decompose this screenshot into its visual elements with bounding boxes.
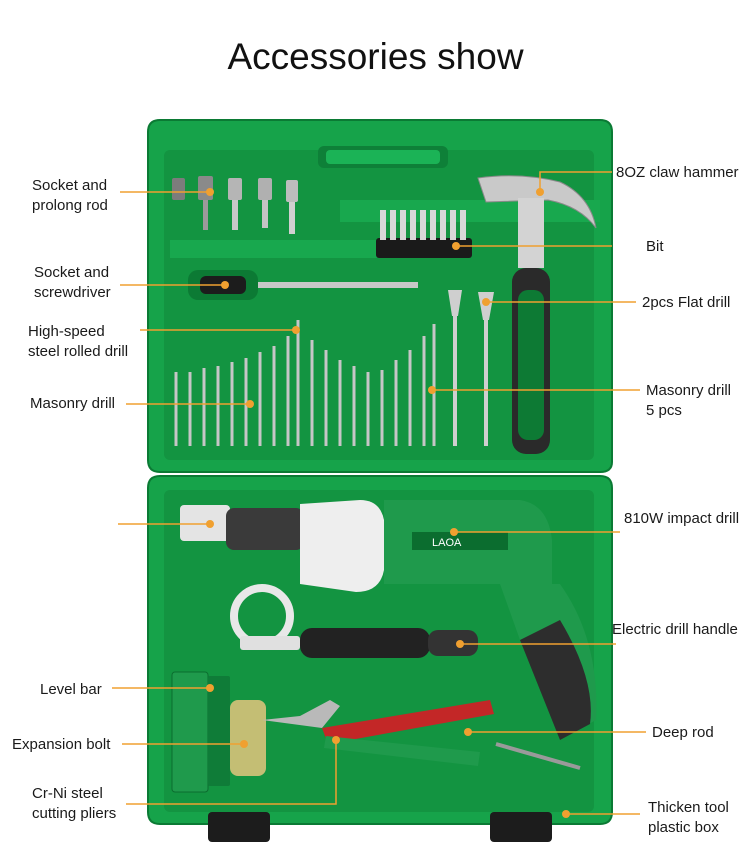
expansion-bolts xyxy=(230,700,266,776)
bit-set xyxy=(376,210,472,258)
level-bar xyxy=(171,671,230,793)
leader-lines xyxy=(112,171,646,815)
label-flat-drill: 2pcs Flat drill xyxy=(642,294,731,311)
cutting-pliers xyxy=(262,700,494,766)
socket-set xyxy=(172,176,298,234)
drill-logo-text: LAOA xyxy=(432,537,462,549)
label-claw-hammer: 8OZ claw hammer xyxy=(616,164,739,181)
drill-bit-set xyxy=(174,320,436,446)
impact-drill: LAOA xyxy=(180,500,597,740)
label-drill-handle: Electric drill handle xyxy=(612,621,738,638)
label-impact-drill: 810W impact drill xyxy=(624,510,740,527)
label-level-bar: Level bar xyxy=(40,681,102,698)
deep-rod xyxy=(495,742,581,770)
label-expansion-bolt: Expansion bolt xyxy=(12,736,111,753)
label-socket-screwdriver: Socket and screwdriver xyxy=(34,264,111,301)
side-handle xyxy=(230,584,478,658)
page-title: Accessories show xyxy=(227,36,524,77)
leader-dots xyxy=(206,188,570,818)
label-cutting-pliers: Cr-Ni steel cutting pliers xyxy=(32,785,117,822)
claw-hammer xyxy=(477,175,597,454)
label-bit: Bit xyxy=(646,238,664,255)
label-tool-box: Thicken tool plastic box xyxy=(648,799,729,836)
label-deep-rod: Deep rod xyxy=(652,724,714,741)
label-masonry-drill-right: Masonry drill 5 pcs xyxy=(646,382,732,419)
label-masonry-drill-left: Masonry drill xyxy=(30,395,116,412)
label-socket-prolong-rod: Socket and prolong rod xyxy=(32,177,108,214)
label-high-speed-drill: High-speed steel rolled drill xyxy=(28,323,129,360)
